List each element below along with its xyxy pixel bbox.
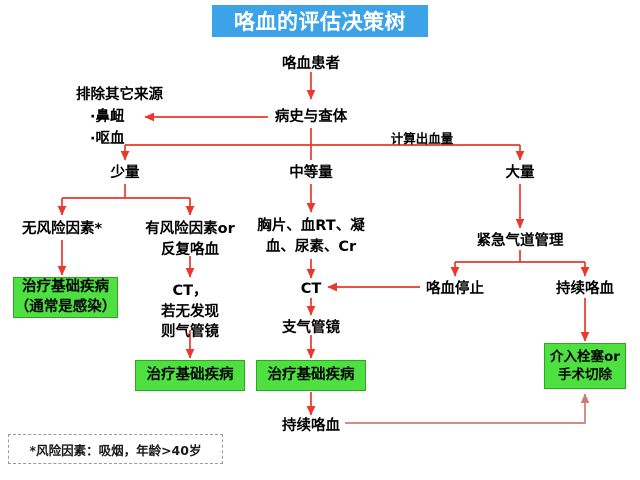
node-ct-then-bronchoscopy: CT， 若无发现 则气管镜 [161, 281, 219, 343]
page-title-text: 咯血的评估决策树 [234, 10, 406, 34]
node-persistent-bleeding-bottom: 持续咯血 [282, 418, 340, 434]
ct-bronch-line-2: 若无发现 [161, 303, 219, 320]
risk-factor-line-2: 反复咯血 [161, 241, 219, 258]
intervention-line-2: 手术切除 [558, 367, 612, 383]
green-box-treat-underlying-left: 治疗基础疾病 [135, 360, 245, 391]
page-title: 咯血的评估决策树 [212, 5, 428, 37]
treat-underlying-left-line-1: 治疗基础疾病 [22, 278, 109, 295]
exclude-heading: 排除其它来源 [76, 87, 163, 103]
footnote-text: *风险因素：吸烟，年龄>40岁 [29, 442, 202, 458]
treat-underlying-mid-text: 治疗基础疾病 [267, 366, 355, 383]
node-exclude-other-sources: 排除其它来源 ·鼻衄 ·呕血 [76, 85, 163, 150]
green-box-treat-underlying-infection: 治疗基础疾病 （通常是感染） [13, 277, 118, 318]
exclude-item-epistaxis: ·鼻衄 [90, 108, 125, 125]
treat-underlying-left-line-2: （通常是感染） [14, 298, 117, 315]
labs-line-2: 血、尿素、Cr [265, 238, 357, 255]
node-labs-workup: 胸片、血RT、凝 血、尿素、Cr [257, 216, 364, 257]
intervention-line-1: 介入栓塞or [550, 348, 620, 365]
edge-label-calculate-volume: 计算出血量 [390, 131, 454, 146]
risk-factor-line-1: 有风险因素or [145, 221, 235, 237]
treat-underlying-mid-left-text: 治疗基础疾病 [146, 366, 234, 383]
node-no-risk-factor: 无风险因素* [21, 221, 103, 237]
ct-bronch-line-3: 则气管镜 [161, 324, 219, 341]
node-ct: CT [300, 281, 322, 297]
node-moderate-volume: 中等量 [289, 165, 333, 181]
node-history-exam: 病史与查体 [274, 109, 348, 125]
node-patient: 咯血患者 [282, 56, 340, 72]
node-bronchoscopy: 支气管镜 [282, 320, 340, 336]
green-box-intervention-or-surgery: 介入栓塞or 手术切除 [544, 343, 626, 389]
ct-bronch-line-1: CT， [172, 283, 208, 299]
node-bleeding-stopped: 咯血停止 [426, 281, 484, 297]
node-small-volume: 少量 [110, 165, 140, 181]
node-risk-factor-or-recurrent: 有风险因素or 反复咯血 [145, 219, 235, 260]
green-box-treat-underlying-mid: 治疗基础疾病 [256, 360, 366, 391]
footnote-risk-factors: *风险因素：吸烟，年龄>40岁 [8, 434, 223, 464]
node-emergency-airway-management: 紧急气道管理 [476, 233, 564, 249]
labs-line-1: 胸片、血RT、凝 [257, 218, 365, 234]
exclude-item-hematemesis: ·呕血 [90, 130, 125, 147]
node-large-volume: 大量 [505, 165, 535, 181]
node-persistent-bleeding-right: 持续咯血 [556, 281, 614, 297]
